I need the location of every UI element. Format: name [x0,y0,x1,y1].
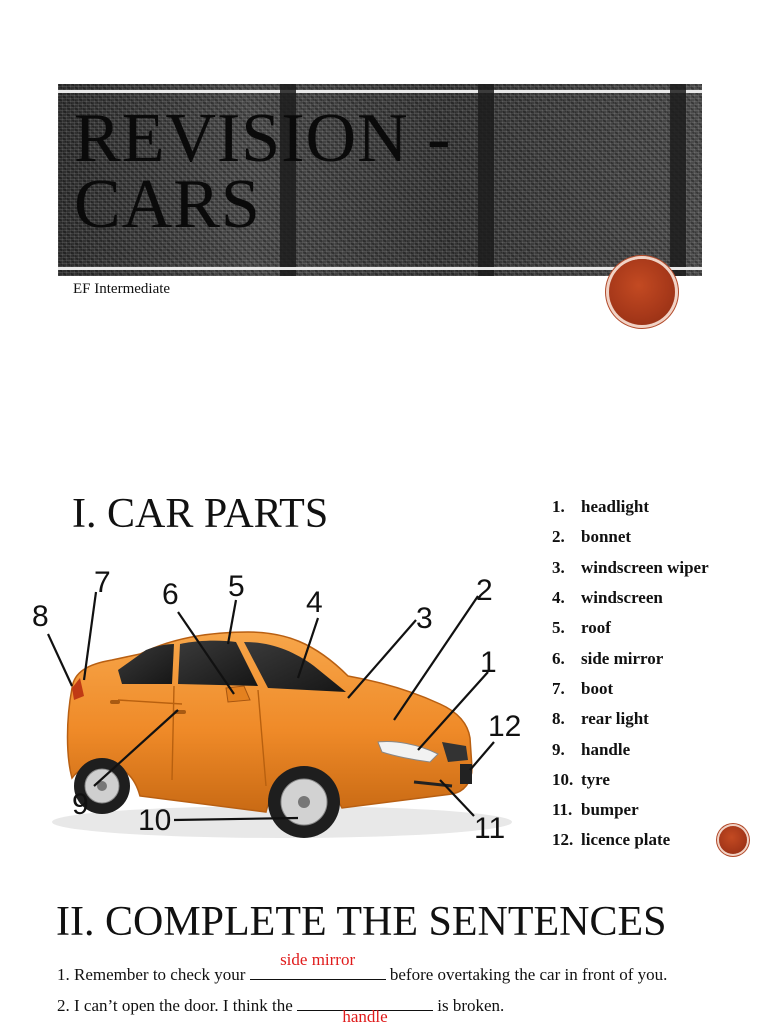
part-label: boot [581,678,614,698]
callout-11: 11 [474,812,505,845]
banner-texture-post [670,84,686,276]
callout-3: 3 [416,602,433,635]
part-label: windscreen [581,588,663,608]
part-label: side mirror [581,648,664,668]
page-title: Revision - Cars [74,100,692,243]
callout-10: 10 [138,804,171,837]
door-lines [171,685,267,787]
part-label: bonnet [581,527,632,547]
sentence-1: 1. Remember to check your side mirror be… [57,950,668,984]
sentence-2: 2. I can’t open the door. I think the ha… [57,993,504,1024]
licence-plate-shape [460,764,472,784]
decorative-disc-small [719,826,747,854]
banner-bottom-rule [58,267,702,270]
car-parts-list: 1.headlight 2.bonnet 3.windscreen wiper … [552,492,709,856]
title-line-1: Revision - [74,100,452,177]
part-label: bumper [581,800,639,820]
part-label: roof [581,618,611,638]
windscreen-glass [244,642,346,692]
answer-text: handle [342,1007,388,1024]
part-label: headlight [581,497,650,517]
title-line-2: Cars [74,166,261,243]
headlight-shape [377,741,439,763]
part-label: rear light [581,709,649,729]
rear-window [118,644,174,684]
list-item: 2.bonnet [552,527,632,547]
section-heading-complete-sentences: II. COMPLETE THE SENTENCES [56,899,667,945]
banner-texture-post [478,84,494,276]
side-window [178,640,258,686]
list-item: 7.boot [552,678,614,698]
part-label: licence plate [581,830,671,850]
title-banner: Revision - Cars [58,84,702,276]
front-wheel [268,766,340,838]
callout-leaders [47,591,495,822]
callout-4: 4 [306,586,323,619]
part-label: handle [581,739,631,759]
list-item: 9.handle [552,739,631,759]
answer-text: side mirror [280,950,356,969]
list-item: 3.windscreen wiper [552,557,709,577]
subtitle: EF Intermediate [73,281,171,297]
list-item: 5.roof [552,618,611,638]
answer-blank[interactable]: side mirror [249,950,386,980]
part-label: windscreen wiper [581,557,709,577]
banner-texture-post [280,84,296,276]
callout-6: 6 [162,578,179,611]
callout-8: 8 [32,600,49,633]
rear-wheel [74,758,130,814]
car-illustration: 1 2 3 4 5 6 7 8 9 10 11 12 [32,566,521,845]
callout-7: 7 [94,566,111,599]
list-item: 6.side mirror [552,648,664,668]
list-item: 4.windscreen [552,588,663,608]
answer-blank[interactable]: handle [297,993,433,1024]
callout-9: 9 [72,788,89,821]
list-item: 8.rear light [552,709,649,729]
part-label: tyre [581,769,610,789]
rear-handle-shape [110,700,120,704]
list-item: 12.licence plate [552,830,671,850]
section-heading-car-parts: I. CAR PARTS [72,491,329,537]
callout-1: 1 [480,646,497,679]
list-item: 10.tyre [552,769,610,789]
decorative-disc [609,259,675,325]
callout-12: 12 [488,710,521,743]
callout-2: 2 [476,574,493,607]
grille-shape [442,742,468,762]
car-diagram: 1 2 3 4 5 6 7 8 9 10 11 12 [22,560,534,850]
rear-light-shape [72,678,84,700]
list-item: 11.bumper [552,800,639,820]
body-crease [117,699,183,705]
callout-5: 5 [228,570,245,603]
list-item: 1.headlight [552,497,650,517]
banner-top-rule [58,90,702,93]
